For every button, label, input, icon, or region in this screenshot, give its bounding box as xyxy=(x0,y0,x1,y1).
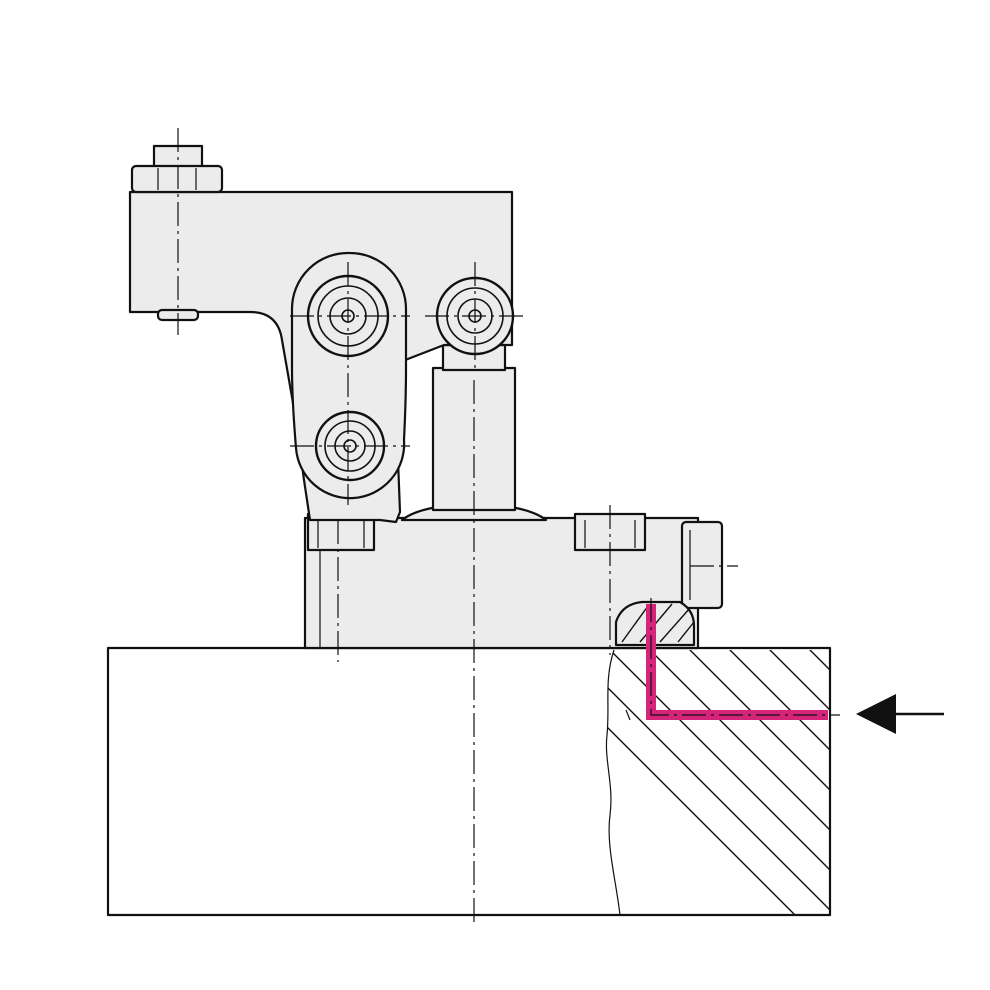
port-plug xyxy=(680,520,724,610)
hatch-line xyxy=(880,640,990,930)
arrow-left-icon xyxy=(856,694,944,734)
oil-supply-channel xyxy=(625,598,840,721)
hatch-line xyxy=(759,650,830,915)
hatch-line xyxy=(606,650,830,915)
hatch-line xyxy=(840,640,990,930)
hatch-line xyxy=(606,650,830,915)
center-lines xyxy=(177,128,738,925)
hatch-line xyxy=(639,650,830,915)
base-plate xyxy=(106,646,832,917)
base-section-hatching xyxy=(606,640,990,930)
hatch-line xyxy=(719,650,830,915)
hatch-line xyxy=(920,640,990,930)
hatch-line xyxy=(679,650,830,915)
hatch-line xyxy=(799,650,830,915)
hatch-line xyxy=(960,640,990,930)
clamp-screw xyxy=(130,144,224,322)
hatch-line xyxy=(606,650,811,915)
clamp-body xyxy=(303,512,724,650)
